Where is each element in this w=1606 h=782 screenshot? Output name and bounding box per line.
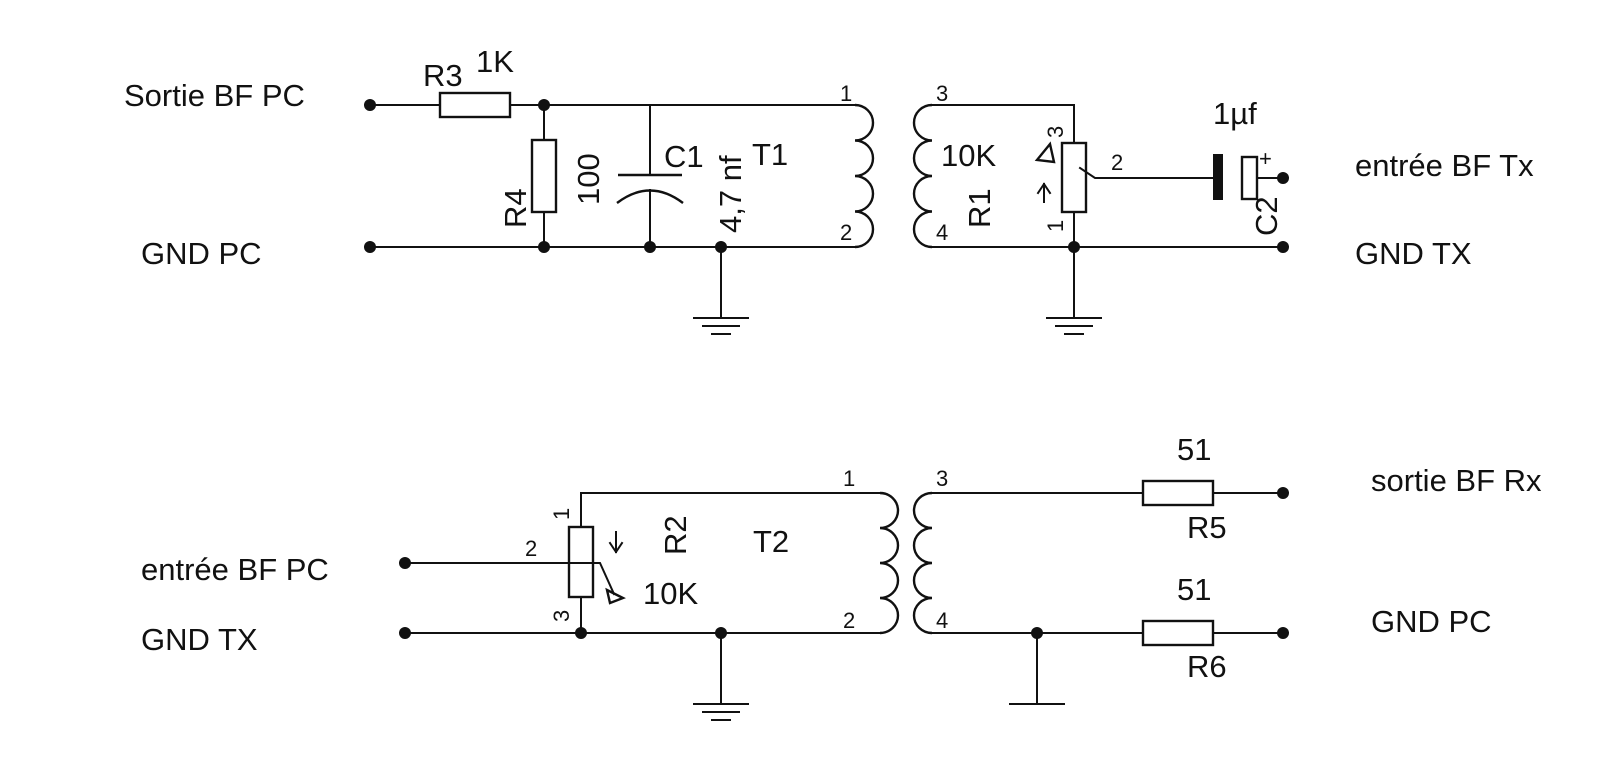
r1-pin-label: 2 [1111, 150, 1123, 175]
r1-pin-label: 1 [1043, 220, 1068, 232]
r1-wiper-arrow [1034, 141, 1056, 164]
r2-wiper-arrow [605, 587, 626, 605]
terminal-label-gnd-tx: GND TX [1355, 236, 1472, 271]
t1-pin-label: 3 [936, 81, 948, 106]
t1-pin-label: 2 [840, 220, 852, 245]
t2-pin-label: 4 [936, 608, 948, 633]
r4-resistor-body [530, 138, 558, 214]
r6-ref-label: R6 [1187, 649, 1227, 684]
t1-ref-label: T1 [752, 137, 788, 172]
r2-potentiometer-body [567, 525, 595, 599]
t2-primary-coil [879, 491, 900, 635]
wire-primary-top [580, 492, 881, 528]
terminal-label-entree-bf-tx: entrée BF Tx [1355, 148, 1534, 183]
r1-pin-label: 3 [1043, 126, 1068, 138]
top-circuit: Sortie BF PC GND PC entrée BF Tx GND TX … [124, 44, 1534, 335]
r1-ref-label: R1 [962, 188, 997, 228]
r5-resistor-body [1141, 479, 1215, 507]
t1-pin-label: 1 [840, 81, 852, 106]
t2-secondary-coil [912, 491, 933, 635]
c2-polarity-label: + [1259, 146, 1272, 171]
r6-resistor-body [1141, 619, 1215, 647]
t2-pin-label: 2 [843, 608, 855, 633]
terminal-label-sortie-bf-rx: sortie BF Rx [1371, 463, 1542, 498]
r1-value-label: 10K [941, 138, 996, 173]
r5-ref-label: R5 [1187, 510, 1227, 545]
t1-primary-coil [854, 103, 875, 249]
r2-direction-arrow [608, 531, 624, 554]
r1-direction-arrow [1036, 182, 1052, 203]
c1-ref-label: C1 [664, 139, 704, 174]
r2-pin-label: 3 [549, 610, 574, 622]
wire-secondary-top [931, 104, 1075, 144]
terminal-label-gnd-tx: GND TX [141, 622, 258, 657]
r6-value-label: 51 [1177, 572, 1211, 607]
r5-value-label: 51 [1177, 432, 1211, 467]
bottom-circuit: entrée BF PC GND TX sortie BF Rx GND PC … [141, 432, 1542, 721]
wire-entree-bf-pc [404, 562, 616, 596]
t1-secondary-coil [912, 103, 933, 249]
terminal-label-gnd-pc: GND PC [141, 236, 262, 271]
terminal-label-gnd-pc: GND PC [1371, 604, 1492, 639]
t2-ref-label: T2 [753, 524, 789, 559]
c1-capacitor-symbol [616, 173, 684, 204]
c2-ref-label: C2 [1249, 196, 1284, 236]
bottom-junctions [399, 487, 1289, 639]
c2-capacitor-symbol [1213, 154, 1259, 201]
t2-pin-label: 3 [936, 466, 948, 491]
r1-potentiometer-body [1060, 141, 1088, 214]
r3-value-label: 1K [476, 44, 514, 79]
r2-ref-label: R2 [658, 515, 693, 555]
r3-ref-label: R3 [423, 58, 463, 93]
r2-pin-label: 1 [549, 508, 574, 520]
t2-pin-label: 1 [843, 466, 855, 491]
ground-symbol [1046, 317, 1102, 335]
terminal-label-sortie-bf-pc: Sortie BF PC [124, 78, 305, 113]
r2-pin-label: 2 [525, 536, 537, 561]
r2-value-label: 10K [643, 576, 698, 611]
wire-wiper-r1 [1078, 166, 1214, 179]
r4-value-label: 100 [571, 153, 606, 205]
ground-symbol [693, 317, 749, 335]
top-junctions [364, 99, 1289, 253]
ground-symbol [693, 703, 749, 721]
t1-pin-label: 4 [936, 220, 948, 245]
r4-ref-label: R4 [498, 188, 533, 228]
terminal-label-entree-bf-pc: entrée BF PC [141, 552, 329, 587]
r3-resistor-body [438, 91, 512, 119]
c1-value-label: 4,7 nf [713, 155, 748, 233]
c2-value-label: 1µf [1213, 96, 1257, 131]
